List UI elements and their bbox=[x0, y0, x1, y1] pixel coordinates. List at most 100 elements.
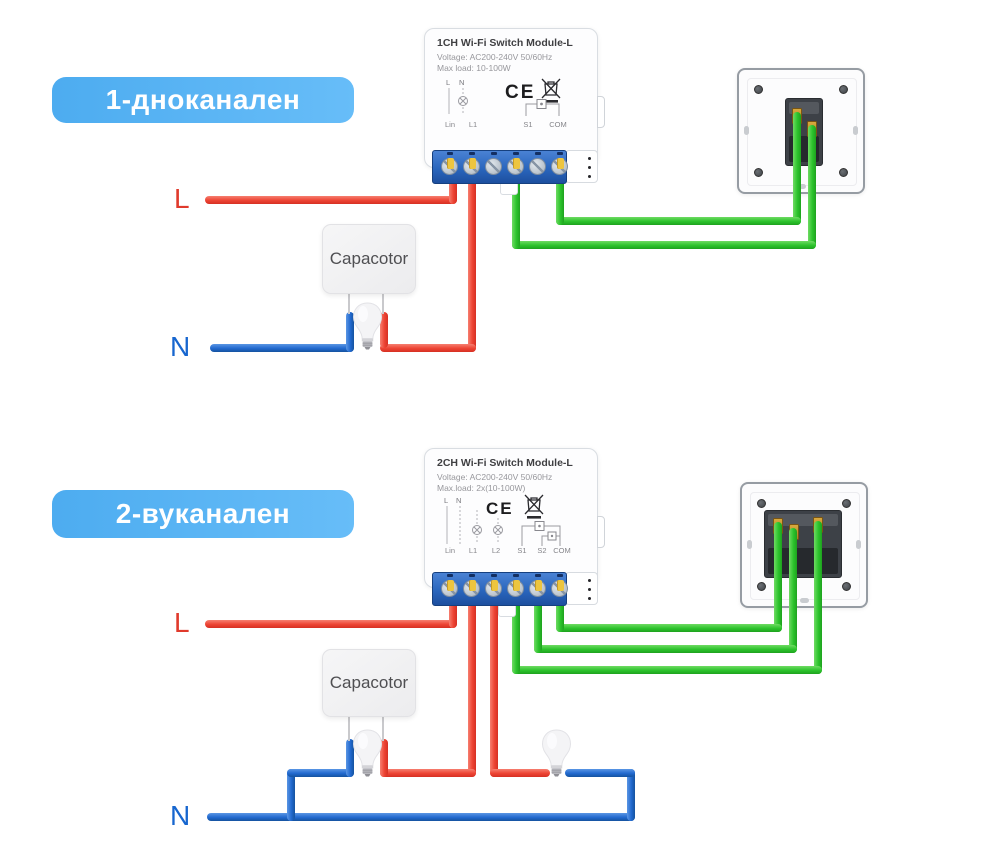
live-wire-segment bbox=[468, 592, 476, 777]
terminal-label: Lin bbox=[444, 120, 456, 129]
section2-badge-label: 2-вуканален bbox=[115, 498, 291, 529]
neutral-wire-segment bbox=[565, 769, 635, 777]
wire-ferrule bbox=[469, 158, 476, 169]
plate-slot bbox=[797, 184, 806, 189]
live-wire-segment bbox=[380, 312, 388, 348]
wire-ferrule bbox=[535, 580, 542, 591]
neutral-wire-segment bbox=[287, 769, 295, 821]
live-label-2: L bbox=[174, 607, 190, 638]
plate-screw bbox=[842, 582, 851, 591]
neutral-wire-segment bbox=[346, 312, 354, 352]
plate-screw bbox=[757, 582, 766, 591]
section2-badge: 2-вуканален bbox=[52, 490, 354, 538]
module1-maxload: Max load: 10-100W bbox=[437, 63, 511, 73]
plate-slot bbox=[744, 126, 749, 135]
wire-ferrule bbox=[557, 158, 564, 169]
plate-slot bbox=[800, 598, 809, 603]
terminal-screw bbox=[529, 158, 546, 175]
module1-title: 1CH Wi-Fi Switch Module-L bbox=[437, 37, 573, 49]
module2-maxload: Max.load: 2x(10-100W) bbox=[437, 483, 526, 493]
live-wire-segment bbox=[380, 739, 388, 777]
weee-bin-icon bbox=[524, 494, 544, 519]
capacitor-lead bbox=[348, 292, 350, 314]
terminal-slot bbox=[469, 152, 475, 155]
capacitor-lead bbox=[382, 715, 384, 741]
terminal-slot bbox=[535, 574, 541, 577]
terminal-label: COM bbox=[549, 120, 567, 129]
switch-wire-segment bbox=[556, 217, 801, 225]
ce-mark: CE bbox=[505, 82, 536, 103]
switch-wire-segment bbox=[556, 624, 782, 632]
plate-screw bbox=[754, 85, 763, 94]
neutral-wire-segment bbox=[207, 813, 635, 821]
live-wire-segment bbox=[205, 620, 457, 628]
terminal-label: S1 bbox=[517, 546, 527, 555]
terminal-label: L1 bbox=[468, 120, 478, 129]
terminal-label: L2 bbox=[491, 546, 501, 555]
capacitor-box-1: Capacotor bbox=[322, 224, 416, 294]
switch-wire-segment bbox=[789, 528, 797, 653]
switch-wire-segment bbox=[534, 592, 542, 653]
plate-slot bbox=[853, 126, 858, 135]
wire-ferrule bbox=[469, 580, 476, 591]
indicator-dot bbox=[588, 175, 591, 178]
module2-voltage: Voltage: AC200-240V 50/60Hz bbox=[437, 472, 553, 482]
capacitor-label: Capacotor bbox=[329, 673, 409, 692]
section1-badge-label: 1-дноканален bbox=[105, 84, 301, 115]
capacitor-lead bbox=[348, 715, 350, 741]
terminal-slot bbox=[557, 574, 563, 577]
light-bulb-icon bbox=[541, 729, 572, 777]
live-label-1: L bbox=[174, 183, 190, 214]
switch-wire-segment bbox=[556, 592, 564, 632]
schematic-live-letter: L bbox=[446, 78, 450, 87]
capacitor-box-2: Capacotor bbox=[322, 649, 416, 717]
terminal-label: L1 bbox=[468, 546, 478, 555]
wifi-module-2ch bbox=[424, 448, 598, 588]
terminal-screw bbox=[485, 158, 502, 175]
switch-wire-segment bbox=[774, 522, 782, 632]
wire-ferrule bbox=[557, 580, 564, 591]
plate-screw bbox=[839, 168, 848, 177]
plate-screw bbox=[754, 168, 763, 177]
terminal-slot bbox=[447, 152, 453, 155]
live-wire-segment bbox=[380, 769, 476, 777]
switch-wire-segment bbox=[534, 645, 797, 653]
indicator-dot bbox=[588, 579, 591, 582]
indicator-dot bbox=[588, 588, 591, 591]
terminal-slot bbox=[513, 152, 519, 155]
ce-mark: CE bbox=[486, 499, 514, 518]
module2-title: 2CH Wi-Fi Switch Module-L bbox=[437, 457, 573, 469]
live-wire-segment bbox=[490, 769, 550, 777]
switch-wire-segment bbox=[793, 112, 801, 225]
wire-ferrule bbox=[491, 580, 498, 591]
neutral-wire-segment bbox=[627, 769, 635, 821]
terminal-slot bbox=[513, 574, 519, 577]
indicator-dot bbox=[588, 166, 591, 169]
switch-wire-segment bbox=[512, 241, 816, 249]
plate-slot bbox=[856, 540, 861, 549]
terminal-slot bbox=[535, 152, 541, 155]
terminal-slot bbox=[469, 574, 475, 577]
wire-ferrule bbox=[513, 580, 520, 591]
module1-voltage: Voltage: AC200-240V 50/60Hz bbox=[437, 52, 553, 62]
light-bulb-icon bbox=[352, 729, 383, 777]
terminal-block-extension bbox=[565, 572, 598, 605]
neutral-wire-segment bbox=[346, 739, 354, 777]
neutral-label-2: N bbox=[170, 800, 191, 831]
live-wire-segment bbox=[449, 592, 457, 628]
module-clip bbox=[597, 96, 605, 128]
schematic-live-letter: L bbox=[444, 496, 448, 505]
plate-screw bbox=[842, 499, 851, 508]
terminal-slot bbox=[491, 152, 497, 155]
neutral-wire-segment bbox=[287, 769, 354, 777]
wire-ferrule bbox=[513, 158, 520, 169]
switch-wire-segment bbox=[512, 666, 822, 674]
switch-wire-segment bbox=[808, 125, 816, 249]
plate-slot bbox=[747, 540, 752, 549]
terminal-label: Lin bbox=[444, 546, 456, 555]
terminal-label: S2 bbox=[537, 546, 547, 555]
terminal-slot bbox=[447, 574, 453, 577]
neutral-wire-segment bbox=[210, 344, 354, 352]
neutral-label-1: N bbox=[170, 331, 191, 362]
